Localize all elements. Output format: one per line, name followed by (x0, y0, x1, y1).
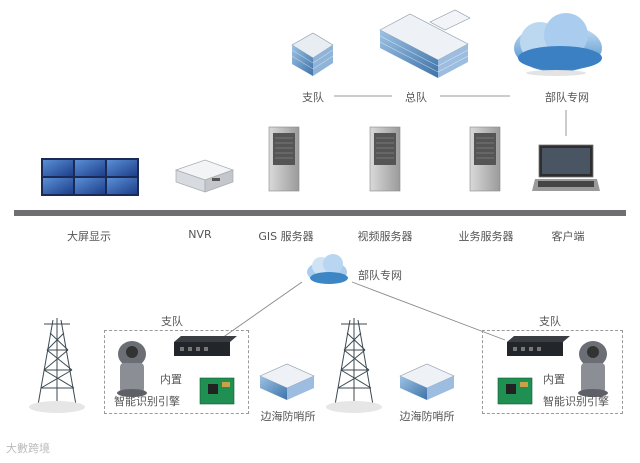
label-left-branch: 支队 (161, 315, 183, 328)
watermark-logo: 大數跨境 (6, 442, 50, 455)
hq-building-icon (379, 9, 471, 78)
label-right-outpost: 边海防哨所 (399, 410, 455, 423)
label-left-engine: 智能识别引擎 (114, 395, 180, 408)
gis-server-icon (268, 126, 300, 192)
right-ai-board-icon (497, 377, 533, 405)
label-video-wall: 大屏显示 (67, 230, 111, 243)
right-site-box (482, 330, 623, 414)
label-video-server: 视频服务器 (357, 230, 413, 243)
label-business-server: 业务服务器 (458, 230, 514, 243)
label-right-builtin: 内置 (543, 373, 565, 386)
label-left-outpost: 边海防哨所 (260, 410, 316, 423)
right-tower-shadow (326, 401, 382, 413)
network-bus (14, 210, 626, 216)
label-middle-private-net: 部队专网 (358, 269, 402, 282)
right-tower-icon (334, 318, 374, 406)
middle-cloud-icon (307, 254, 348, 284)
left-encoder-box-icon (174, 336, 237, 356)
label-right-engine: 智能识别引擎 (543, 395, 609, 408)
left-ptz-camera-icon (117, 341, 147, 397)
business-server-icon (469, 126, 501, 192)
right-encoder-box-icon (507, 336, 570, 356)
left-tower-shadow (29, 401, 85, 413)
top-cloud-icon (514, 13, 602, 76)
left-site-box (104, 330, 249, 414)
laptop-client-icon (532, 144, 600, 191)
label-top-private-net: 部队专网 (545, 91, 589, 104)
label-top-branch: 支队 (302, 91, 324, 104)
label-nvr: NVR (188, 228, 212, 241)
label-top-hq: 总队 (405, 91, 427, 104)
branch-building-icon (291, 32, 334, 76)
video-server-icon (369, 126, 401, 192)
label-left-builtin: 内置 (160, 373, 182, 386)
label-right-branch: 支队 (539, 315, 561, 328)
nvr-icon (174, 159, 235, 193)
label-client: 客户端 (551, 230, 585, 243)
left-ai-board-icon (199, 377, 235, 405)
right-ptz-camera-icon (578, 341, 608, 397)
left-tower-icon (37, 318, 77, 406)
middle-links (221, 281, 506, 341)
top-connectors (334, 95, 567, 136)
right-outpost-building-icon (399, 363, 455, 400)
left-outpost-building-icon (259, 363, 315, 400)
video-wall-icon (41, 158, 139, 196)
label-gis-server: GIS 服务器 (258, 230, 314, 243)
